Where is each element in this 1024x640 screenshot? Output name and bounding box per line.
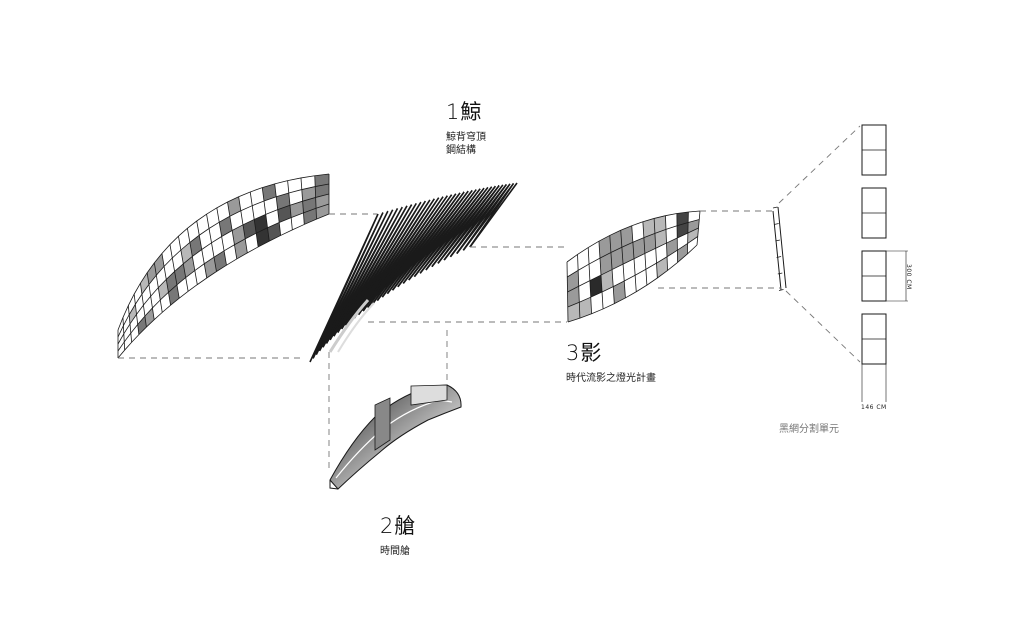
width-dimension-label: 146 CM [861, 404, 887, 411]
steel-truss-structure [309, 182, 518, 363]
lighting-mesh-panel [566, 210, 701, 323]
unit-caption: 黑網分割單元 [779, 424, 839, 435]
part-1-desc-line-1: 鯨背穹頂 [446, 132, 486, 143]
shell-mesh-panel [117, 173, 330, 359]
dashed-connectors [118, 125, 861, 470]
unit-elevation [861, 124, 908, 402]
part-1-desc-line-2: 鋼結構 [446, 145, 476, 156]
time-cabin-shape [329, 384, 462, 490]
part-2-desc-line-1: 時間艙 [380, 546, 410, 557]
unit-strip [772, 206, 787, 291]
part-3-title: 3影 [566, 341, 603, 365]
part-3-desc-line-1: 時代流影之燈光計畫 [566, 373, 656, 384]
part-1-title: 1鯨 [446, 100, 483, 124]
height-dimension-label: 300 CM [905, 264, 912, 290]
part-2-title: 2艙 [380, 514, 417, 538]
